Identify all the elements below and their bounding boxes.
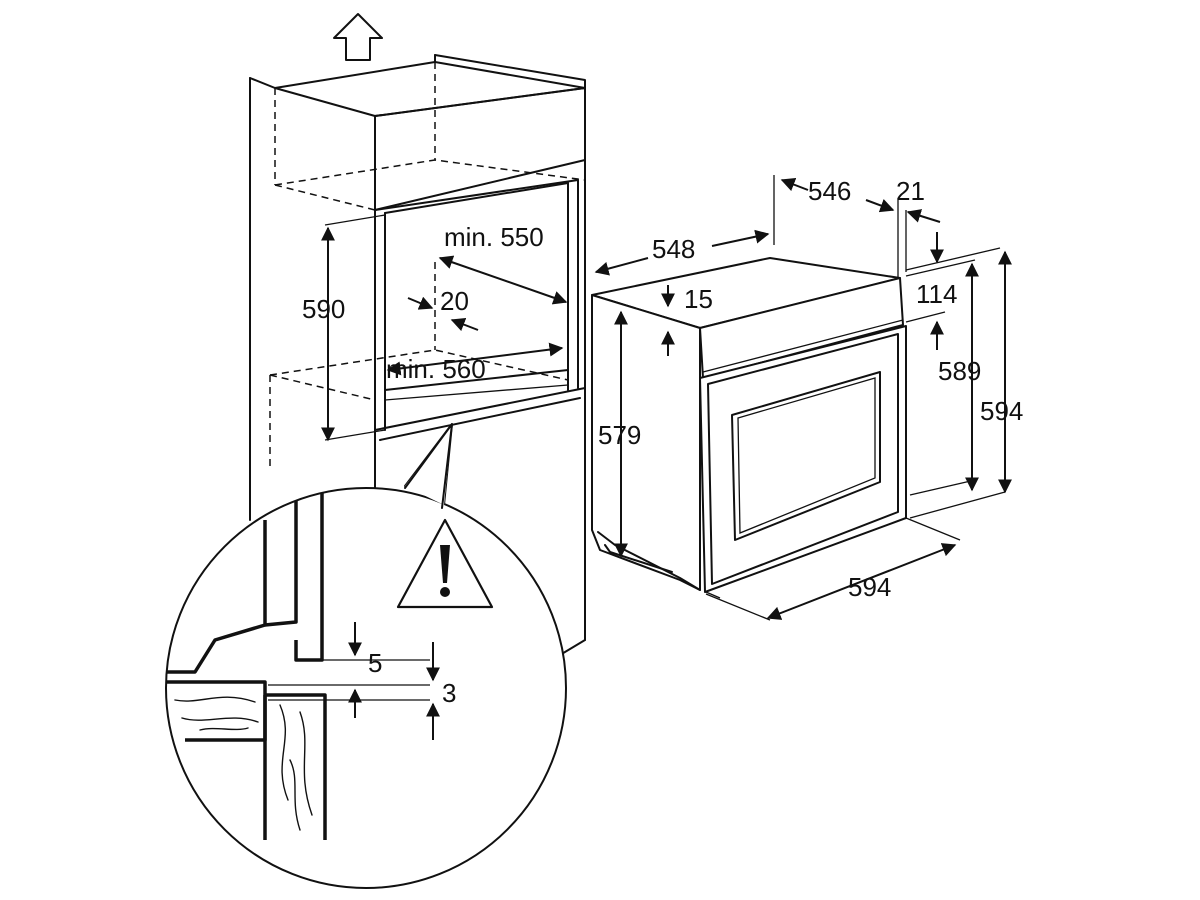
label-detail-gap-5: 5 [368,648,382,678]
label-oven-door: 21 [896,176,925,206]
label-oven-side-height: 579 [598,420,641,450]
label-detail-gap-3: 3 [442,678,456,708]
up-arrow-icon [333,13,383,61]
label-cab-min-width: min. 560 [386,354,486,384]
label-oven-width: 594 [848,572,891,602]
warning-triangle-icon [396,518,494,609]
label-oven-top-offset: 15 [684,284,713,314]
detail-callout [165,423,567,889]
oven-dimensions [594,175,1012,620]
label-oven-panel: 114 [916,279,957,309]
label-oven-total-height: 594 [980,396,1023,426]
label-cab-height: 590 [302,294,345,324]
label-oven-body-height: 589 [938,356,981,386]
label-cab-min-depth: min. 550 [444,222,544,252]
cabinet-dimensions [321,214,568,442]
label-oven-top-depth: 548 [652,234,695,264]
label-cab-gap: 20 [440,286,469,316]
label-oven-depth-top: 546 [808,176,851,206]
